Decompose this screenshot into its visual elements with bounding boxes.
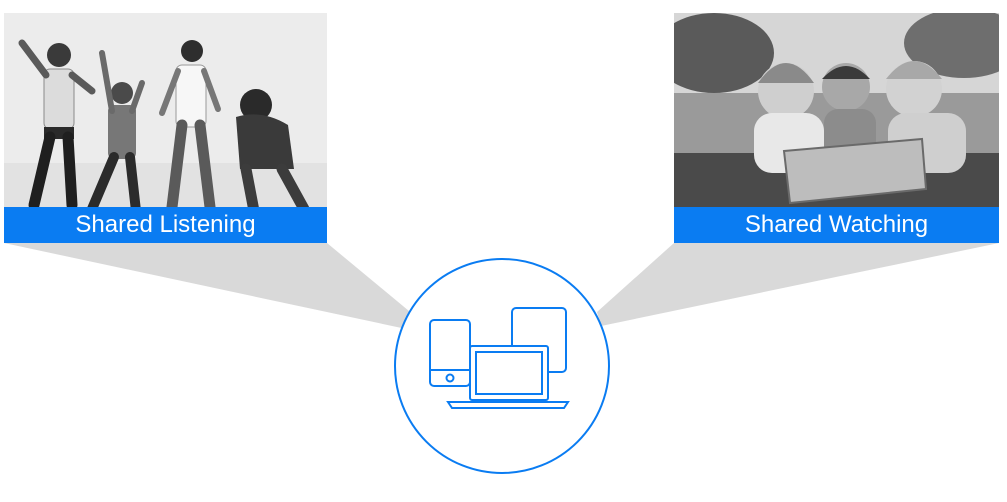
- laptop-device-icon: [446, 345, 570, 409]
- left-beam: [4, 243, 415, 330]
- shared-watching-caption: Shared Watching: [674, 207, 999, 243]
- tablet: [782, 137, 928, 205]
- kid-2: [822, 63, 876, 159]
- dancer-3: [159, 40, 221, 213]
- right-beam: [597, 243, 999, 326]
- shared-listening-card: Shared Listening: [4, 13, 327, 243]
- phone-device-icon: [429, 319, 471, 387]
- dancer-1: [18, 39, 96, 211]
- multi-device-icon: [429, 307, 570, 409]
- device-hub: [394, 258, 610, 474]
- shared-watching-card: Shared Watching: [674, 13, 999, 243]
- shared-listening-caption: Shared Listening: [4, 207, 327, 243]
- people-dancing-photo: [4, 13, 327, 243]
- dancer-2: [87, 50, 145, 216]
- dancer-4: [236, 89, 310, 217]
